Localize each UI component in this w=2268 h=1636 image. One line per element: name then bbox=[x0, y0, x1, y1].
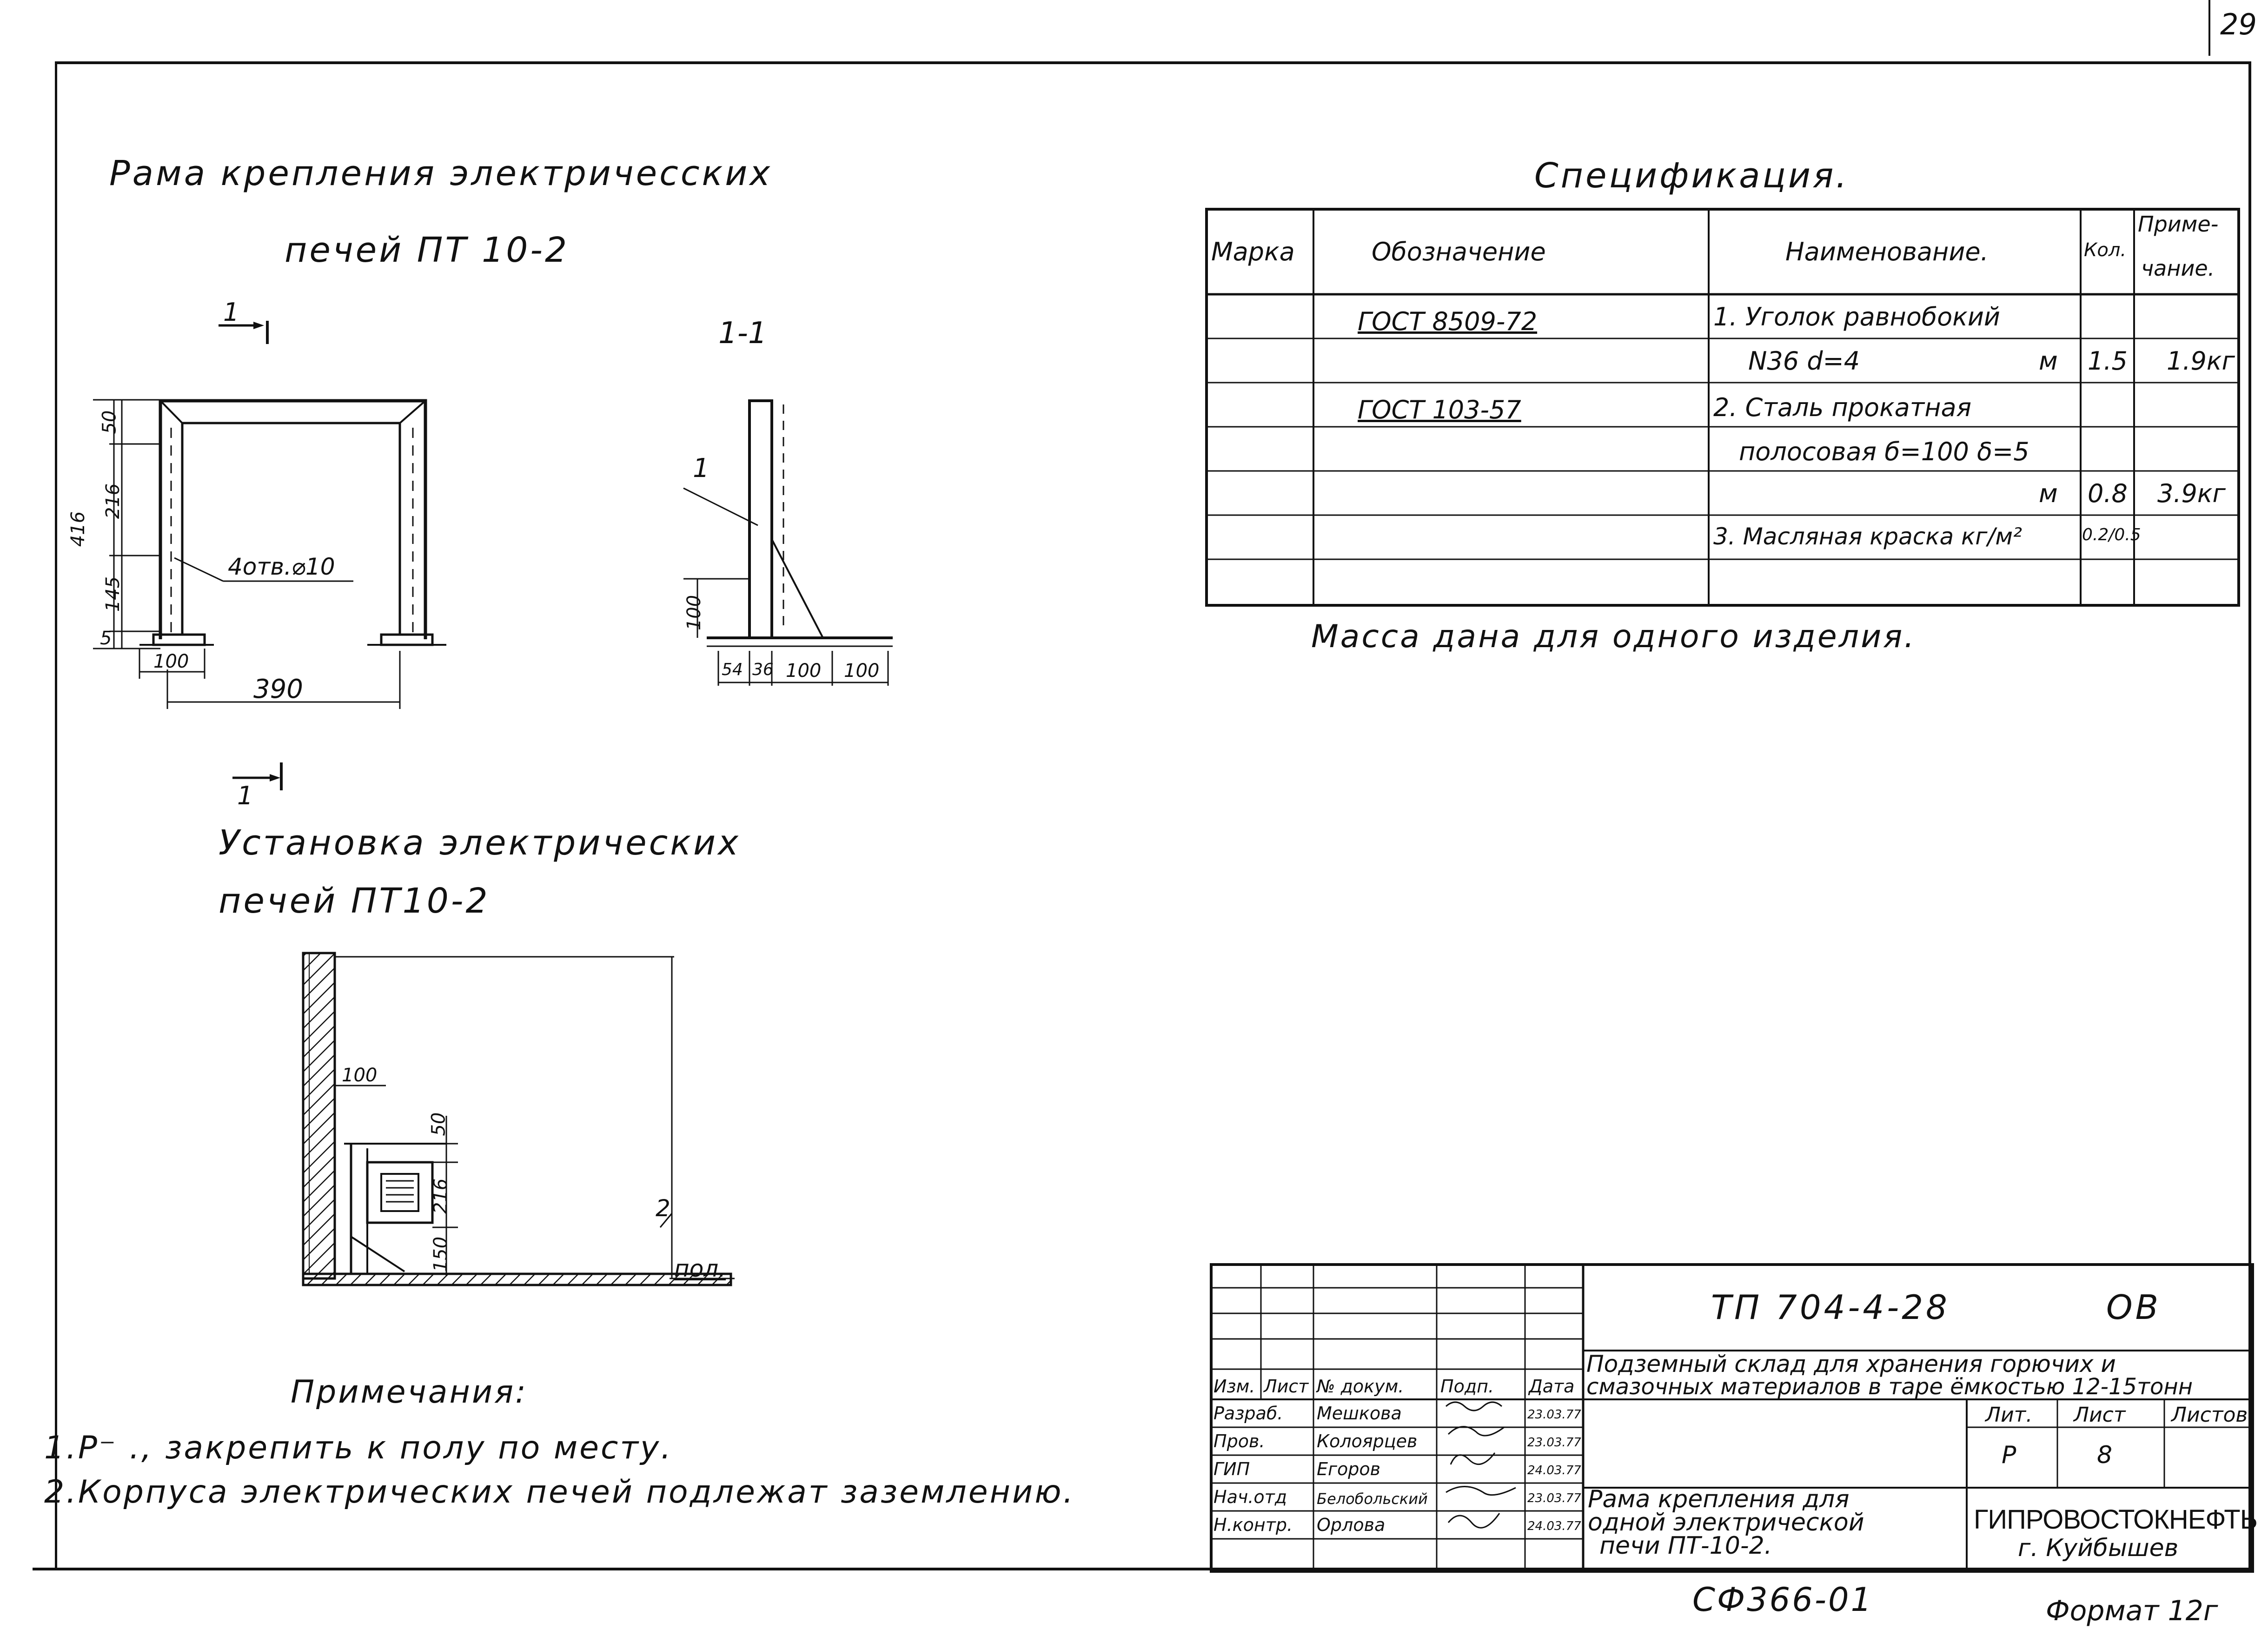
staff-name-1: Мешкова bbox=[1317, 1403, 1402, 1424]
page-number-divider bbox=[2208, 0, 2210, 56]
drawing-name-2: одной электрической bbox=[1588, 1509, 1864, 1537]
staff-name-5: Орлова bbox=[1317, 1515, 1386, 1535]
note-2: 2.Корпуса электрических печей подлежат з… bbox=[44, 1474, 1075, 1510]
spec-row5-unit: м bbox=[2039, 479, 2058, 508]
install-dim-50: 50 bbox=[428, 1112, 450, 1136]
spec-row5-note: 3.9кг bbox=[2157, 479, 2226, 508]
spec-row2-unit: м bbox=[2039, 346, 2058, 376]
section-title-1-1: 1-1 bbox=[718, 316, 767, 351]
spec-row3-designation: ГОСТ 103-57 bbox=[1358, 395, 1521, 424]
staff-date-4: 23.03.77 bbox=[1527, 1491, 1581, 1505]
spec-row2-note: 1.9кг bbox=[2167, 346, 2235, 376]
frame-title-line1: Рама крепления электричесских bbox=[109, 153, 773, 193]
dim-145: 145 bbox=[102, 576, 124, 612]
dim-54: 54 bbox=[722, 660, 743, 679]
spec-header-mark: Марка bbox=[1211, 237, 1295, 266]
col-header-doc: № докум. bbox=[1317, 1376, 1404, 1397]
dim-216: 216 bbox=[102, 483, 124, 519]
frame-top-line bbox=[56, 61, 2250, 64]
lit-label: Лит. bbox=[1985, 1403, 2033, 1427]
staff-name-3: Егоров bbox=[1317, 1459, 1380, 1479]
spec-row4-name: полосовая б=100 δ=5 bbox=[1739, 437, 2029, 466]
sheets-label: Листов bbox=[2171, 1403, 2248, 1427]
staff-role-4: Нач.отд bbox=[1214, 1487, 1287, 1507]
install-title-line1: Установка электрических bbox=[219, 823, 741, 863]
frame-bottom-line bbox=[33, 1568, 2253, 1570]
spec-header-note-a: Приме- bbox=[2138, 212, 2219, 237]
org-city: г. Куйбышев bbox=[2018, 1534, 2179, 1562]
sheet-value: 8 bbox=[2097, 1441, 2113, 1469]
holes-label: 4отв.⌀10 bbox=[228, 553, 335, 580]
page-number: 29 bbox=[2220, 7, 2257, 41]
staff-date-1: 23.03.77 bbox=[1527, 1408, 1581, 1422]
spec-row2-name: N36 d=4 bbox=[1748, 346, 1860, 376]
staff-name-4: Белобольский bbox=[1317, 1490, 1428, 1508]
col-header-change: Изм. bbox=[1214, 1376, 1255, 1397]
drawing-name-1: Рама крепления для bbox=[1588, 1485, 1850, 1513]
dim-50: 50 bbox=[99, 410, 120, 434]
org-name: ГИПРОВОСТОКНЕФТЬ bbox=[1974, 1504, 2258, 1535]
dim-100-section: 100 bbox=[683, 595, 705, 631]
install-dim-216: 216 bbox=[430, 1178, 452, 1214]
sheet-mark: ОВ bbox=[2106, 1288, 2162, 1327]
col-header-sign: Подп. bbox=[1440, 1376, 1494, 1397]
frame-title-line2: печей ПТ 10-2 bbox=[285, 230, 570, 270]
staff-role-3: ГИП bbox=[1214, 1459, 1250, 1479]
dim-390: 390 bbox=[253, 674, 303, 704]
doc-code: ТП 704-4-28 bbox=[1711, 1288, 1950, 1327]
col-header-date: Дата bbox=[1529, 1376, 1575, 1397]
spec-header-name: Наименование. bbox=[1785, 237, 1989, 266]
spec-title: Спецификация. bbox=[1534, 156, 1849, 196]
dim-100-base: 100 bbox=[153, 651, 189, 672]
install-dim-100: 100 bbox=[342, 1065, 378, 1086]
install-dim-150: 150 bbox=[430, 1236, 452, 1272]
drawing-name-3: печи ПТ-10-2. bbox=[1599, 1532, 1772, 1560]
spec-row1-name: 1. Уголок равнобокий bbox=[1713, 302, 2001, 331]
format-label: Формат 12г bbox=[2046, 1595, 2218, 1627]
spec-header-qty: Кол. bbox=[2084, 239, 2127, 261]
lit-value: Р bbox=[2002, 1441, 2016, 1469]
dim-5: 5 bbox=[100, 628, 112, 649]
staff-role-1: Разраб. bbox=[1214, 1403, 1283, 1424]
staff-date-2: 23.03.77 bbox=[1527, 1436, 1581, 1450]
floor-label: пол. bbox=[674, 1255, 726, 1282]
frame-right-line bbox=[2248, 61, 2251, 1572]
project-line2: смазочных материалов в таре ёмкостью 12-… bbox=[1586, 1374, 2193, 1400]
spec-row1-designation: ГОСТ 8509-72 bbox=[1358, 307, 1538, 336]
section-mark-top: 1 bbox=[223, 298, 239, 327]
frame-left-line bbox=[55, 61, 57, 1568]
spec-row5-qty: 0.8 bbox=[2088, 479, 2128, 508]
install-section-number: 1 bbox=[237, 781, 253, 810]
spec-row6-name: 3. Масляная краска кг/м² bbox=[1713, 523, 2023, 550]
archive-code: СФ366-01 bbox=[1692, 1581, 1874, 1619]
spec-row6-qty: 0.2/0.5 bbox=[2082, 525, 2141, 544]
spec-header-designation: Обозначение bbox=[1372, 237, 1546, 266]
install-title-line2: печей ПТ10-2 bbox=[219, 881, 490, 921]
sheet-label: Лист bbox=[2074, 1403, 2126, 1427]
note-1: 1.Р⁻ ., закрепить к полу по месту. bbox=[44, 1430, 673, 1466]
staff-date-5: 24.03.77 bbox=[1527, 1519, 1581, 1533]
spec-row3-name: 2. Сталь прокатная bbox=[1713, 393, 1972, 422]
staff-date-3: 24.03.77 bbox=[1527, 1464, 1581, 1477]
notes-title: Примечания: bbox=[291, 1374, 528, 1411]
position-1-label: 1 bbox=[693, 453, 710, 484]
spec-header-note-b: чание. bbox=[2141, 256, 2215, 281]
staff-name-2: Колоярцев bbox=[1317, 1431, 1418, 1451]
staff-role-5: Н.контр. bbox=[1214, 1515, 1293, 1535]
spec-row2-qty: 1.5 bbox=[2088, 346, 2128, 376]
dim-total-height: 416 bbox=[67, 511, 89, 547]
mass-note: Масса дана для одного изделия. bbox=[1311, 618, 1916, 655]
col-header-sheet: Лист bbox=[1264, 1376, 1309, 1397]
position-2-label: 2 bbox=[656, 1195, 670, 1222]
staff-role-2: Пров. bbox=[1214, 1431, 1265, 1451]
dim-100-a: 100 bbox=[786, 660, 822, 682]
dim-36: 36 bbox=[752, 660, 774, 679]
project-line1: Подземный склад для хранения горючих и bbox=[1586, 1351, 2116, 1378]
dim-100-b: 100 bbox=[844, 660, 880, 682]
